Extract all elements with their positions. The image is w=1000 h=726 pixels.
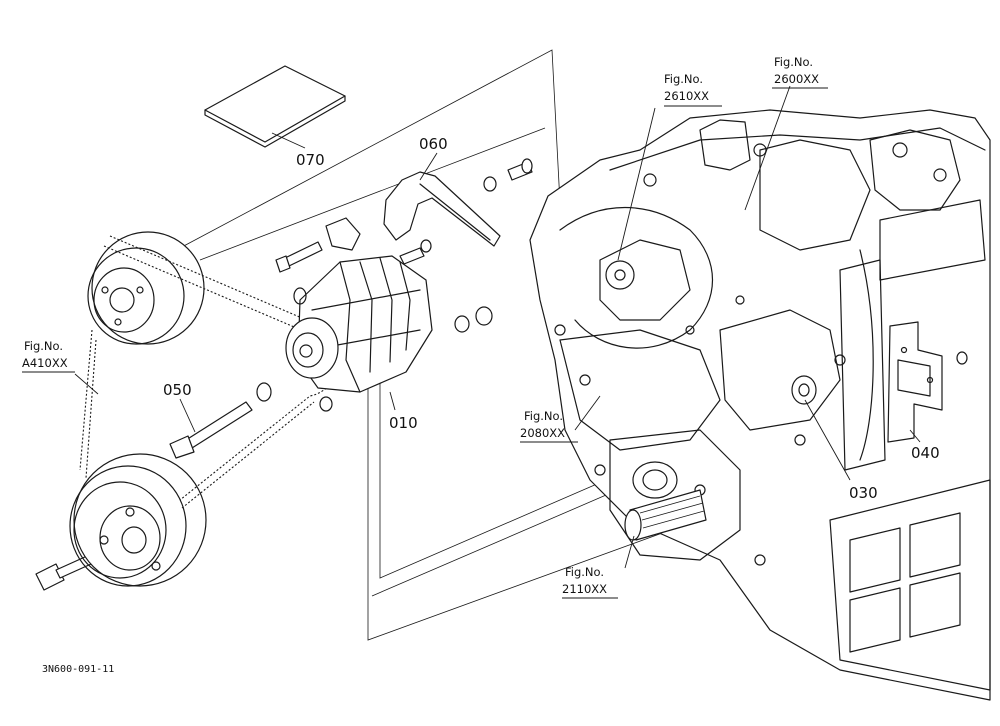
fig-2600-line1: Fig.No. — [774, 55, 813, 69]
label-070: 070 — [296, 151, 325, 169]
crank-pulley — [69, 453, 207, 587]
figure-refs: Fig.No. 2610XX Fig.No. 2600XX Fig.No. A4… — [22, 55, 819, 596]
fig-2110-line1: Fig.No. — [565, 565, 604, 579]
mounting-plate — [887, 321, 943, 443]
fig-2080-line2: 2080XX — [520, 426, 565, 440]
manual-booklet — [204, 65, 346, 148]
fig-2110-line2: 2110XX — [562, 582, 607, 596]
fig-2610-line1: Fig.No. — [664, 72, 703, 86]
alternator — [285, 255, 433, 412]
label-040: 040 — [911, 444, 940, 462]
fig-2610-line2: 2610XX — [664, 89, 709, 103]
label-030: 030 — [849, 484, 878, 502]
fan-pulley — [87, 231, 205, 345]
fig-a410-line2: A410XX — [22, 356, 68, 370]
label-050: 050 — [163, 381, 192, 399]
alternator-bracket — [383, 171, 501, 247]
leader-lines — [22, 85, 921, 599]
fig-a410-line1: Fig.No. — [24, 339, 63, 353]
label-010: 010 — [389, 414, 418, 432]
engine-block — [529, 109, 991, 701]
fig-2080-line1: Fig.No. — [524, 409, 563, 423]
label-060: 060 — [419, 135, 448, 153]
drawing-code: 3N600-091-11 — [42, 664, 114, 675]
part-labels: 070 060 050 010 030 040 — [163, 135, 940, 502]
hardware — [35, 158, 968, 591]
fig-2600-line2: 2600XX — [774, 72, 819, 86]
